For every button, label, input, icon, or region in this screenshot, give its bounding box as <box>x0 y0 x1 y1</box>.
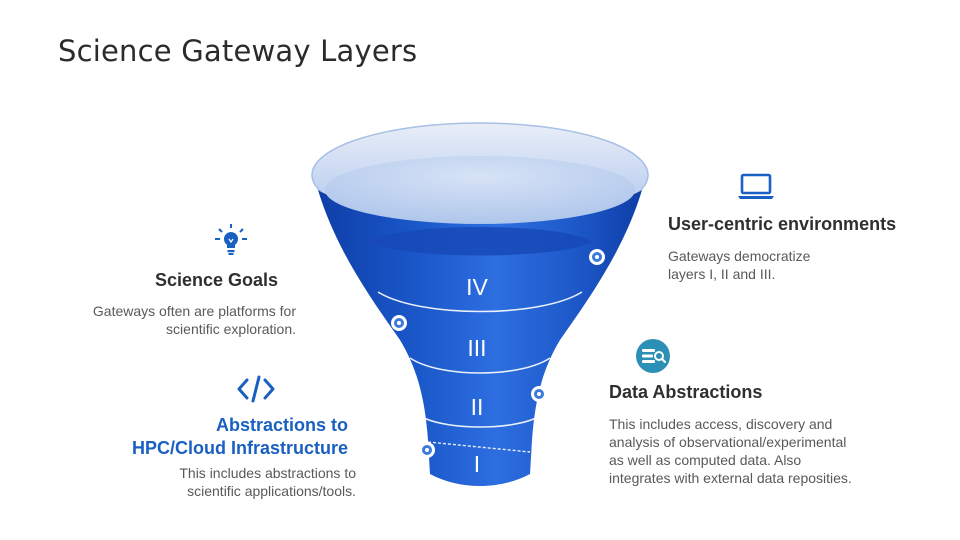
abstractions-heading-line: HPC/Cloud Infrastructure <box>80 437 348 460</box>
data-search-icon <box>634 338 672 374</box>
layer-label-i: I <box>474 451 480 477</box>
connector-dot <box>419 442 435 458</box>
connector-dot <box>391 315 407 331</box>
abstractions-heading: Abstractions to HPC/Cloud Infrastructure <box>80 414 348 460</box>
connector-dot <box>589 249 605 265</box>
user-centric-desc-line: Gateways democratize <box>668 247 868 265</box>
layer-label-iv: IV <box>466 274 488 300</box>
funnel-inner-opening <box>325 156 635 224</box>
abstractions-heading-line: Abstractions to <box>80 414 348 437</box>
layer-label-ii: II <box>471 394 484 420</box>
science-goals-desc: Gateways often are platforms for scienti… <box>40 302 296 338</box>
laptop-icon <box>736 172 776 202</box>
data-abstractions-desc-line: analysis of observational/experimental <box>609 433 909 451</box>
user-centric-heading: User-centric environments <box>668 214 896 235</box>
data-abstractions-desc: This includes access, discovery and anal… <box>609 415 909 487</box>
data-abstractions-desc-line: This includes access, discovery and <box>609 415 909 433</box>
data-abstractions-desc-line: integrates with external data reposities… <box>609 469 909 487</box>
abstractions-desc-line: scientific applications/tools. <box>100 482 356 500</box>
data-abstractions-heading: Data Abstractions <box>609 382 762 403</box>
data-abstractions-desc-line: as well as computed data. Also <box>609 451 909 469</box>
user-centric-desc: Gateways democratize layers I, II and II… <box>668 247 868 283</box>
abstractions-desc: This includes abstractions to scientific… <box>100 464 356 500</box>
science-goals-heading: Science Goals <box>155 270 278 291</box>
layer-label-iii: III <box>467 335 486 361</box>
science-goals-desc-line: Gateways often are platforms for <box>40 302 296 320</box>
connector-dot <box>531 386 547 402</box>
abstractions-desc-line: This includes abstractions to <box>100 464 356 482</box>
user-centric-desc-line: layers I, II and III. <box>668 265 868 283</box>
science-goals-desc-line: scientific exploration. <box>40 320 296 338</box>
code-icon <box>236 374 276 404</box>
lightbulb-icon <box>212 222 250 260</box>
